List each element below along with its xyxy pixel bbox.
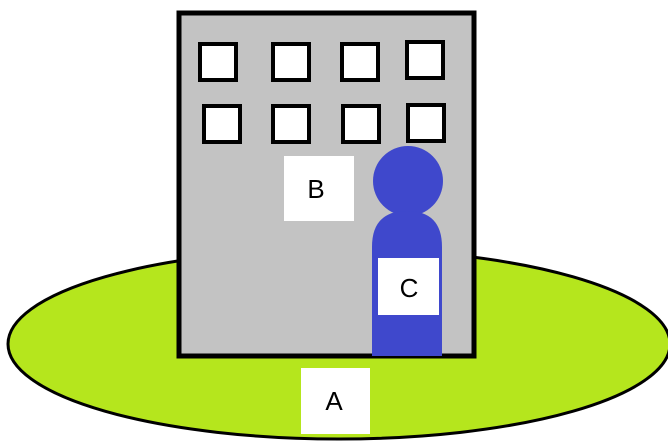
building-label: B bbox=[307, 174, 324, 204]
window bbox=[406, 103, 446, 143]
ground-label: A bbox=[325, 386, 343, 416]
window bbox=[405, 40, 445, 80]
window bbox=[202, 104, 242, 144]
window bbox=[340, 42, 380, 82]
window bbox=[198, 42, 238, 82]
person-label: C bbox=[400, 273, 419, 303]
window bbox=[341, 104, 381, 144]
person-head bbox=[373, 146, 443, 216]
person-label-box bbox=[378, 258, 439, 315]
window bbox=[271, 42, 311, 82]
building-label-box bbox=[284, 156, 354, 221]
ground-label-box bbox=[301, 368, 370, 434]
building-windows bbox=[198, 40, 446, 144]
window bbox=[271, 104, 311, 144]
person-figure bbox=[372, 146, 443, 356]
